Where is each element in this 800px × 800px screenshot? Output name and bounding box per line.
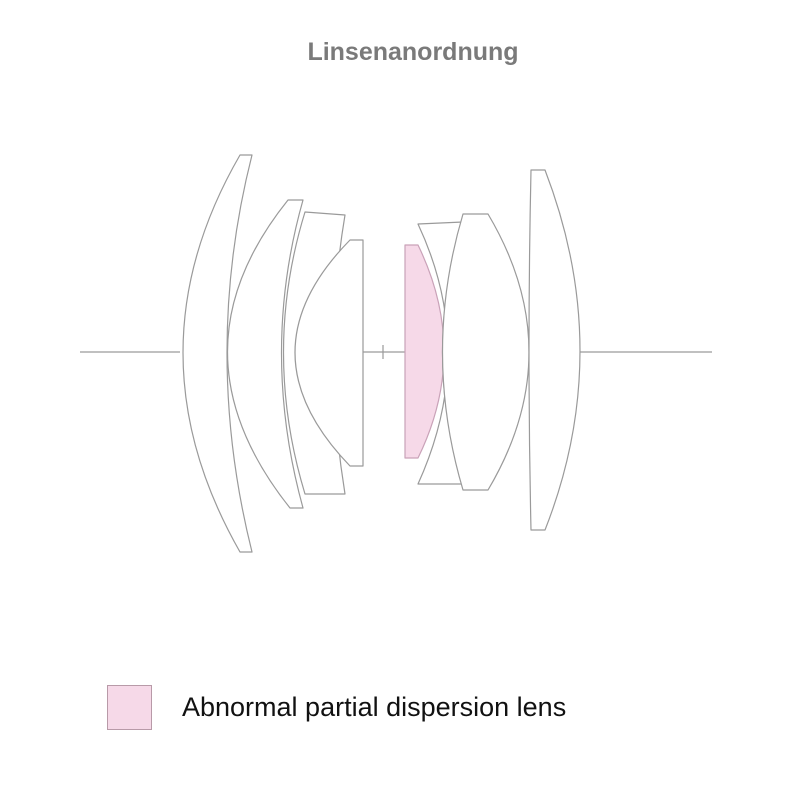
lens-element-8: [528, 169, 581, 531]
lens-element-1: [182, 154, 253, 553]
lens-element-4: [294, 239, 364, 467]
diagram-title: Linsenanordnung: [307, 38, 519, 66]
lens-element-2: [226, 199, 304, 509]
lens-element-7: [441, 213, 530, 491]
legend-label: Abnormal partial dispersion lens: [182, 691, 567, 722]
legend: Abnormal partial dispersion lens: [107, 683, 566, 731]
legend-swatch-abnormal-dispersion: [107, 684, 152, 730]
